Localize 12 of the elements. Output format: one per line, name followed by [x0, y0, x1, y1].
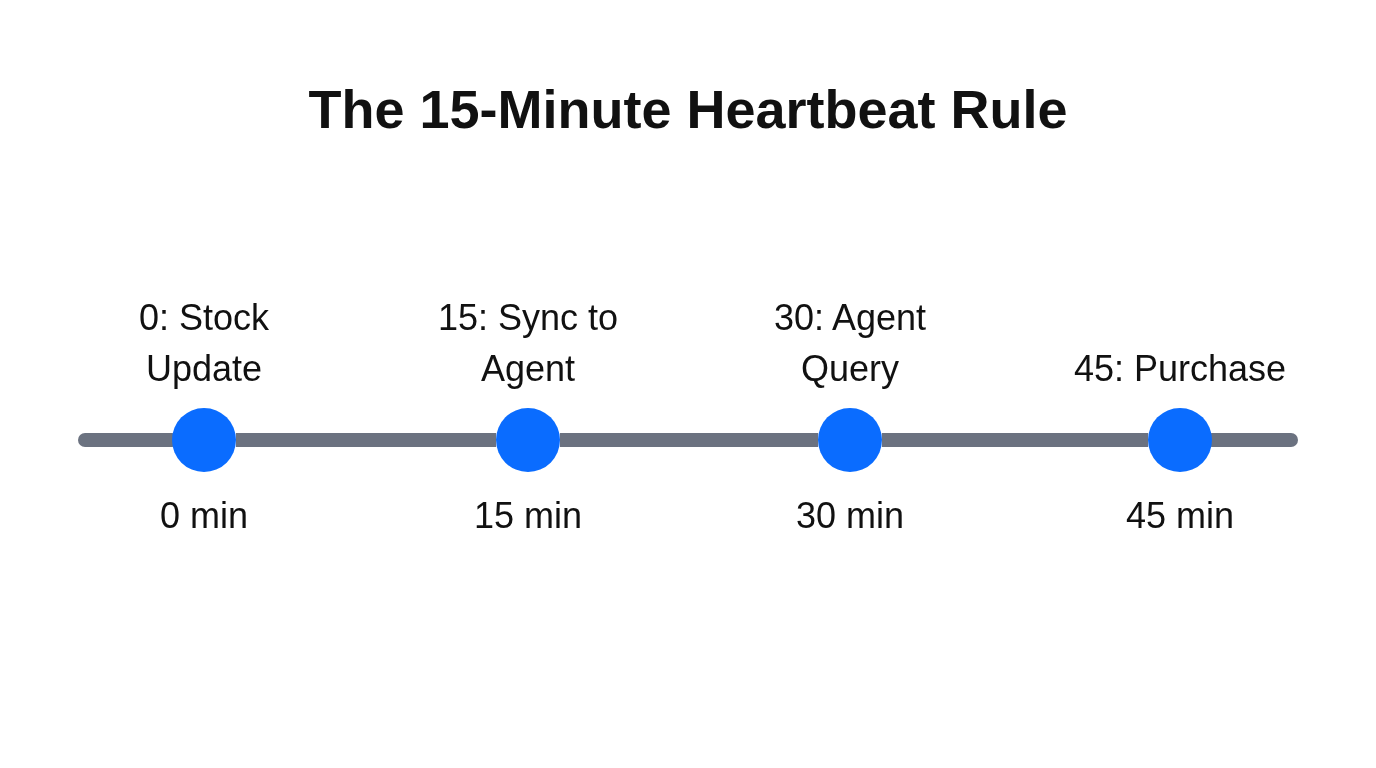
timeline-connector [560, 433, 818, 447]
diagram-title: The 15-Minute Heartbeat Rule [307, 78, 1069, 140]
event-label: 45: Purchase [1072, 347, 1288, 391]
timeline-connector [236, 433, 496, 447]
event-label: 30: Agent Query [772, 296, 928, 391]
event-label: 15: Sync to Agent [436, 296, 620, 391]
time-label: 45 min [1124, 494, 1236, 538]
event-label: 0: Stock Update [137, 296, 271, 391]
time-label: 30 min [794, 494, 906, 538]
time-label: 15 min [472, 494, 584, 538]
time-label: 0 min [159, 494, 249, 538]
timeline-connector [882, 433, 1148, 447]
